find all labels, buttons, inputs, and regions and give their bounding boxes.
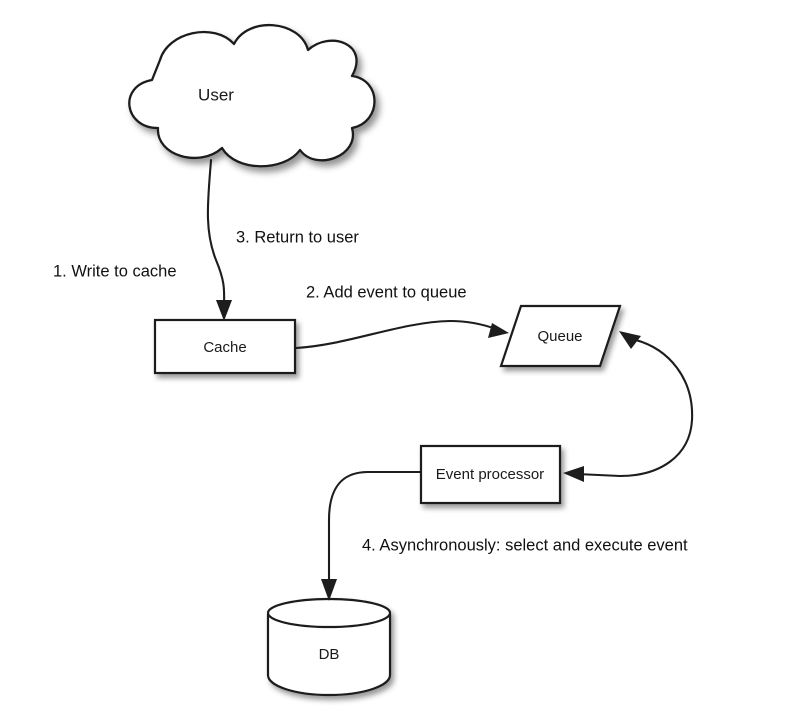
edge-proc-to-queue-line — [618, 337, 694, 478]
edge-queue-to-proc — [563, 466, 622, 482]
node-user-label: User — [198, 85, 234, 104]
edge-user-to-cache-arrowhead — [216, 300, 232, 321]
node-queue-label: Queue — [537, 328, 582, 345]
edge-cache-to-queue-arrowhead — [488, 323, 509, 338]
db-body — [266, 613, 392, 697]
edge-queue-to-proc-arrowhead — [563, 466, 584, 482]
node-user[interactable]: User — [128, 23, 376, 168]
queue-shape — [499, 304, 622, 368]
cloud-shape — [128, 23, 376, 168]
cache-shape — [153, 318, 297, 375]
edge-proc-to-db — [321, 470, 422, 601]
node-cache[interactable]: Cache — [153, 318, 297, 375]
node-queue[interactable]: Queue — [499, 304, 622, 368]
edge-proc-to-queue-arrowhead — [619, 331, 641, 349]
event-processor-shape — [419, 444, 562, 505]
edge-queue-to-proc-line — [575, 472, 622, 478]
step-label-4: 4. Asynchronously: select and execute ev… — [362, 536, 688, 554]
node-event-processor[interactable]: Event processor — [419, 444, 562, 505]
db-top-ellipse — [266, 597, 392, 629]
step-label-3: 3. Return to user — [236, 228, 359, 246]
node-event-processor-label: Event processor — [436, 466, 544, 483]
step-label-1: 1. Write to cache — [53, 262, 177, 280]
node-db-label: DB — [319, 646, 340, 663]
node-db[interactable]: DB — [266, 597, 392, 697]
edge-user-to-cache — [206, 158, 232, 321]
edge-cache-to-queue — [294, 319, 509, 350]
edge-user-to-cache-line — [206, 158, 226, 310]
step-label-2: 2. Add event to queue — [306, 283, 467, 301]
edge-proc-to-queue — [618, 331, 694, 478]
edge-proc-to-db-line — [327, 470, 422, 588]
edge-proc-to-db-arrowhead — [321, 579, 337, 601]
edge-cache-to-queue-line — [294, 319, 498, 350]
node-cache-label: Cache — [203, 339, 246, 356]
